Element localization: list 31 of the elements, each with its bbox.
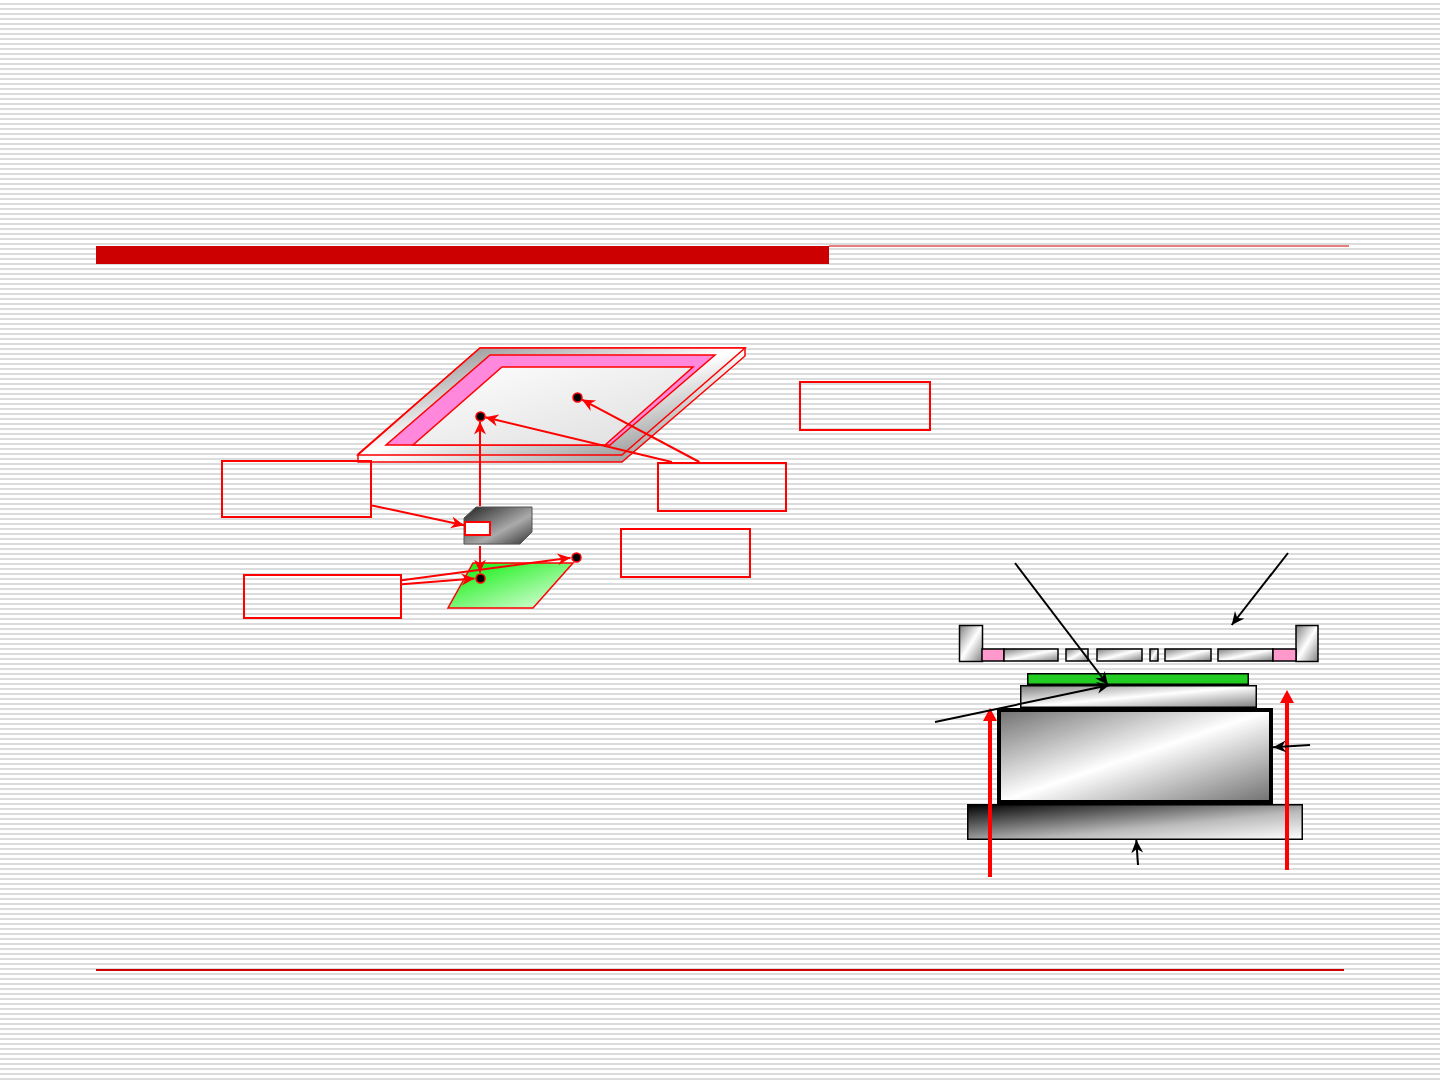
support-plate [1020,685,1257,708]
leader-arrow [484,414,673,463]
camera-drawing [462,506,534,546]
leader-arrow [1272,740,1311,753]
leader-arrow [371,504,465,529]
leader-arrow [934,681,1111,723]
leader-arrow [474,420,486,507]
label-box [799,381,931,431]
leader-arrow [401,553,572,582]
title-bar [96,246,829,264]
circuit-board [1027,673,1249,685]
pcb-pad-drawing [447,562,574,609]
label-box [243,574,402,619]
base-plate [967,804,1303,840]
label-box [221,460,372,518]
target-dot [572,392,583,403]
label-box [620,528,751,578]
table-block [997,708,1273,804]
leader-arrow [1230,552,1289,626]
leader-arrow [1014,562,1109,686]
stencil-frame-drawing [357,347,746,463]
leader-arrow [474,545,486,574]
leader-arrow [580,398,701,463]
camera-window [464,521,491,536]
label-box [657,462,787,512]
target-dot [571,552,582,563]
stencil-section-drawing [959,625,1319,662]
target-dot [475,411,486,422]
target-dot [475,573,486,584]
leader-arrow [1131,839,1144,866]
leader-arrow [401,573,476,586]
